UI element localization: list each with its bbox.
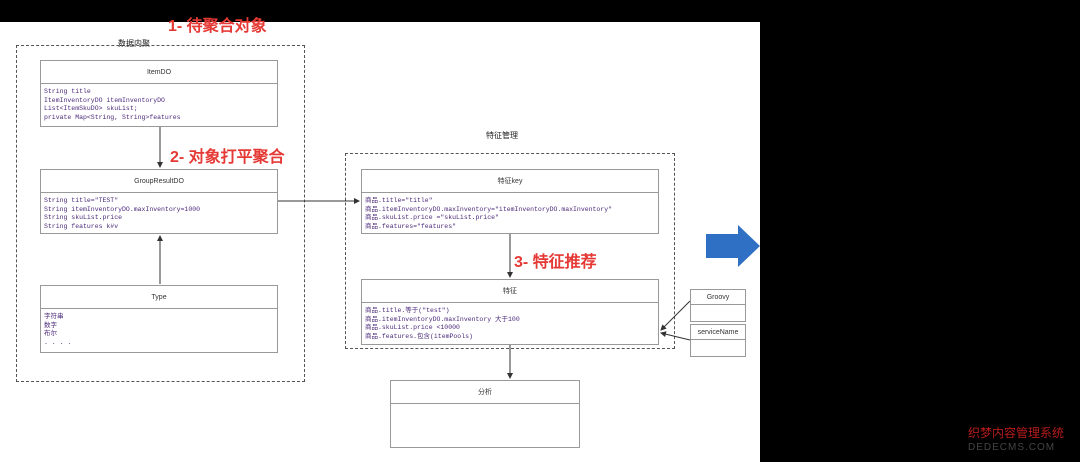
- itemdo-line: List<ItemSkuDO> skuList;: [44, 105, 138, 113]
- feature-line: 商品.features.包含(itemPools): [365, 332, 473, 340]
- group-data-cohesion: [16, 45, 305, 382]
- groupresultdo-line: String skuList.price: [44, 214, 123, 222]
- annotation-step1: 1- 待聚合对象: [168, 18, 267, 35]
- feature-line: 商品.itemInventoryDO.maxInventory 大于100: [365, 315, 520, 323]
- groovy-box: Groovy: [690, 289, 746, 322]
- feature-key-box: 特征key 商品.title="title" 商品.itemInventoryD…: [361, 169, 659, 234]
- feature-line: 商品.skuList.price <10000: [365, 324, 460, 332]
- analysis-title: 分析: [391, 381, 579, 404]
- feature-key-line: 商品.itemInventoryDO.maxInventory="itemInv…: [365, 205, 613, 213]
- feature-key-title: 特征key: [362, 170, 658, 193]
- group-title-feature-management: 特征管理: [486, 131, 518, 140]
- feature-line: 商品.title.等于("test"): [365, 307, 450, 314]
- arrow-groovy-to-feature: [660, 300, 691, 331]
- groovy-title: Groovy: [691, 290, 745, 305]
- type-line: 字符串: [44, 313, 64, 320]
- annotation-step3: 3- 特征推荐: [514, 254, 597, 271]
- type-box: Type 字符串 数字 布尔 . . . .: [40, 285, 278, 353]
- arrow-servicename-to-feature: [660, 331, 691, 341]
- type-line: . . . .: [44, 338, 72, 346]
- itemdo-box: ItemDO String title ItemInventoryDO item…: [40, 60, 278, 127]
- feature-title: 特征: [362, 280, 658, 303]
- watermark-url: DEDECMS.COM: [968, 442, 1056, 453]
- groupresultdo-line: String features k#v: [44, 222, 119, 230]
- groupresultdo-box: GroupResultDO String title="TEST" String…: [40, 169, 278, 234]
- annotation-step2: 2- 对象打平聚合: [170, 149, 285, 166]
- groupresultdo-line: String title="TEST": [44, 197, 119, 204]
- feature-key-line: 商品.skuList.price ="skuList.price": [365, 214, 499, 222]
- itemdo-title: ItemDO: [41, 61, 277, 84]
- watermark-text: 织梦内容管理系统: [968, 426, 1065, 440]
- analysis-box: 分析: [390, 380, 580, 448]
- groupresultdo-line: String itemInventoryDO.maxInventory=1000: [44, 205, 201, 213]
- black-panel: [760, 0, 1080, 462]
- type-title: Type: [41, 286, 277, 309]
- itemdo-line: ItemInventoryDO itemInventoryDO: [44, 96, 165, 104]
- type-line: 数字: [44, 321, 57, 329]
- big-right-arrow-icon: [706, 225, 760, 267]
- feature-key-line: 商品.title="title": [365, 197, 433, 204]
- groupresultdo-title: GroupResultDO: [41, 170, 277, 193]
- service-name-title: serviceName: [691, 325, 745, 340]
- type-line: 布尔: [44, 330, 57, 338]
- itemdo-line: String title: [44, 88, 91, 95]
- group-title-data-cohesion: 数据内聚: [118, 39, 150, 48]
- feature-box: 特征 商品.title.等于("test") 商品.itemInventoryD…: [361, 279, 659, 345]
- service-name-box: serviceName: [690, 324, 746, 357]
- feature-key-line: 商品.features="features": [365, 222, 457, 230]
- itemdo-line: private Map<String, String>features: [44, 113, 181, 121]
